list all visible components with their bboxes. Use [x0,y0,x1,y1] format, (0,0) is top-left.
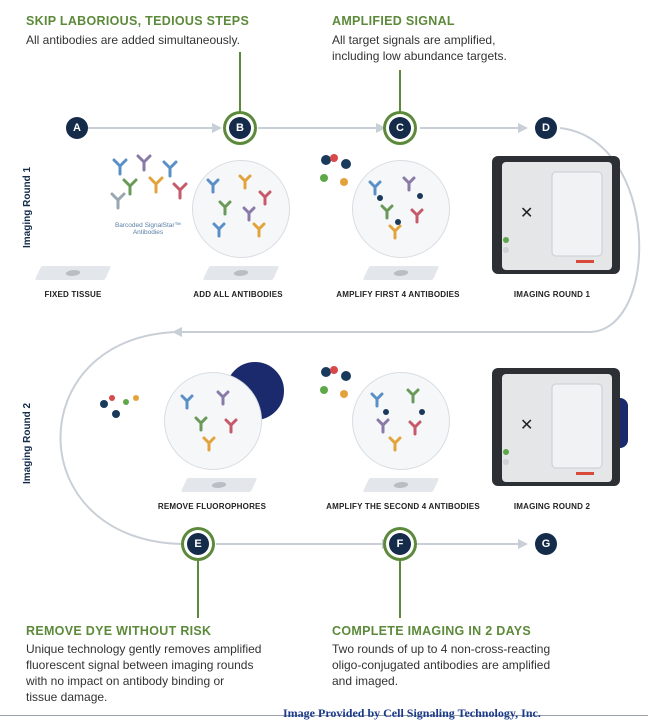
callout-skip-title: SKIP LABORIOUS, TEDIOUS STEPS [26,14,250,28]
step-a: A [66,117,88,139]
label-add-all: ADD ALL ANTIBODIES [193,290,283,299]
callout-remove-title: REMOVE DYE WITHOUT RISK [26,624,212,638]
callout-remove-line3: with no impact on antibody binding or [26,674,225,688]
removed-fluorophores [100,395,139,418]
remove-antibodies [180,390,238,452]
round-1-label: Imaging Round 1 [22,166,33,248]
label-amplify-second: AMPLIFY THE SECOND 4 ANTIBODIES [326,502,480,511]
label-fixed-tissue: FIXED TISSUE [44,290,102,299]
tissue-add-all [202,266,280,280]
amplify-first-antibodies [368,176,424,240]
callout-skip-text: All antibodies are added simultaneously. [26,33,240,47]
callout-complete-line3: and imaged. [332,674,399,688]
free-antibodies-cluster [110,154,188,210]
tissue-fixed [34,266,112,280]
amplify-second-circle [352,372,450,470]
amplifier-probes-1 [320,154,351,186]
label-amplify-first: AMPLIFY FIRST 4 ANTIBODIES [336,290,460,299]
image-credit: Image Provided by Cell Signaling Technol… [283,706,541,720]
svg-text:✕: ✕ [520,415,533,434]
label-imaging-round-2: IMAGING ROUND 2 [513,502,591,511]
step-g: G [535,533,557,555]
imager-2-device: ✕ [492,368,628,486]
callout-amplified-line1: All target signals are amplified, [332,33,496,47]
label-remove-fluorophores: REMOVE FLUOROPHORES [157,502,267,511]
step-b: B [229,117,251,139]
callout-remove-line2: fluorescent signal between imaging round… [26,658,254,672]
amplifier-probes-2 [320,366,351,398]
round-2-label: Imaging Round 2 [22,402,33,484]
amplify-second-antibodies [370,388,425,452]
callout-complete-line2: oligo-conjugated antibodies are amplifie… [332,658,551,672]
add-all-antibodies [206,174,272,238]
callout-amplified-title: AMPLIFIED SIGNAL [332,14,455,28]
step-e: E [187,533,209,555]
tissue-remove [180,478,258,492]
callout-amplified-line2: including low abundance targets. [332,49,507,63]
remove-fluorophores-circle [164,372,262,470]
callout-complete-line1: Two rounds of up to 4 non-cross-reacting [332,642,551,656]
step-d: D [535,117,557,139]
step-c: C [389,117,411,139]
barcoded-antibodies-label: Barcoded SignalStar™ Antibodies [114,222,182,236]
svg-text:✕: ✕ [520,203,533,222]
amplify-first-circle [352,160,450,258]
step-f: F [389,533,411,555]
callout-remove-line1: Unique technology gently removes amplifi… [26,642,262,656]
label-imaging-round-1: IMAGING ROUND 1 [513,290,591,299]
callout-remove-line4: tissue damage. [26,690,108,704]
tissue-amplify-second [362,478,440,492]
tissue-amplify-first [362,266,440,280]
bottom-rule [0,715,648,716]
callout-complete-title: COMPLETE IMAGING IN 2 DAYS [332,624,532,638]
imager-1-device: ✕ [492,156,620,274]
